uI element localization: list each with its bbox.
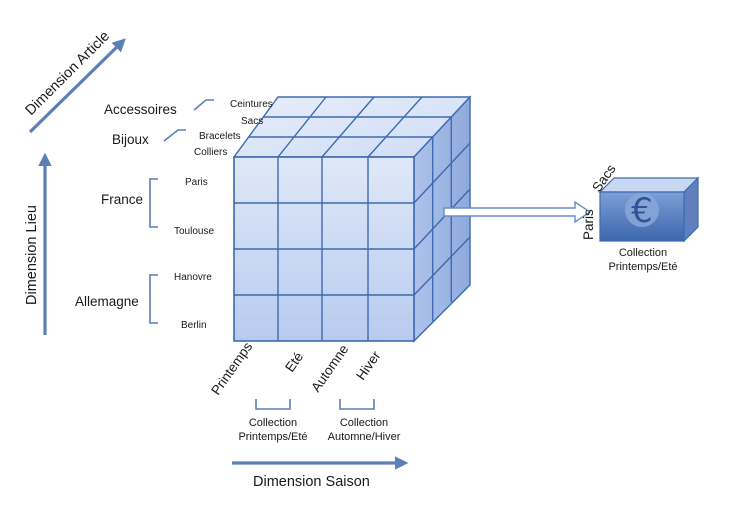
article-axis-arrow [28,38,126,134]
result-cell: € [598,176,700,243]
location-paris: Paris [185,177,208,188]
allemagne-bracket [149,274,158,324]
article-colliers: Colliers [194,147,227,158]
collection-ps-line1: Collection [249,417,297,429]
result-city: Paris [581,209,596,240]
location-berlin: Berlin [181,320,207,331]
location-allemagne: Allemagne [75,294,139,309]
result-collection-line1: Collection [619,247,667,259]
season-ete: Eté [282,350,306,375]
article-axis-title: Dimension Article [23,28,114,119]
lieu-axis-title: Dimension Lieu [24,205,40,305]
saison-axis-title: Dimension Saison [253,474,370,490]
extraction-arrow [443,200,592,224]
article-sacs: Sacs [241,116,263,127]
season-automne: Automne [308,342,351,395]
article-bracelets: Bracelets [199,131,241,142]
bijoux-bracket [163,129,186,142]
collection-ps-line2: Printemps/Eté [238,431,307,443]
france-bracket [149,178,158,228]
season-printemps: Printemps [208,339,255,398]
euro-symbol: € [631,191,653,231]
cube-front-grid [234,157,414,341]
result-collection-line2: Printemps/Eté [608,261,677,273]
article-group-accessoires: Accessoires [104,102,177,117]
cube-top-grid [248,96,452,158]
euro-icon [625,193,659,227]
article-group-bijoux: Bijoux [112,132,149,147]
location-hanovre: Hanovre [174,272,212,283]
collection-ah-line2: Automne/Hiver [328,431,401,443]
collection-ah-bracket [339,399,375,410]
season-hiver: Hiver [353,348,384,383]
location-france: France [101,192,143,207]
collection-ps-bracket [255,399,291,410]
location-toulouse: Toulouse [174,226,214,237]
collection-ah-line1: Collection [340,417,388,429]
accessoires-bracket [193,99,214,111]
article-ceintures: Ceintures [230,99,273,110]
